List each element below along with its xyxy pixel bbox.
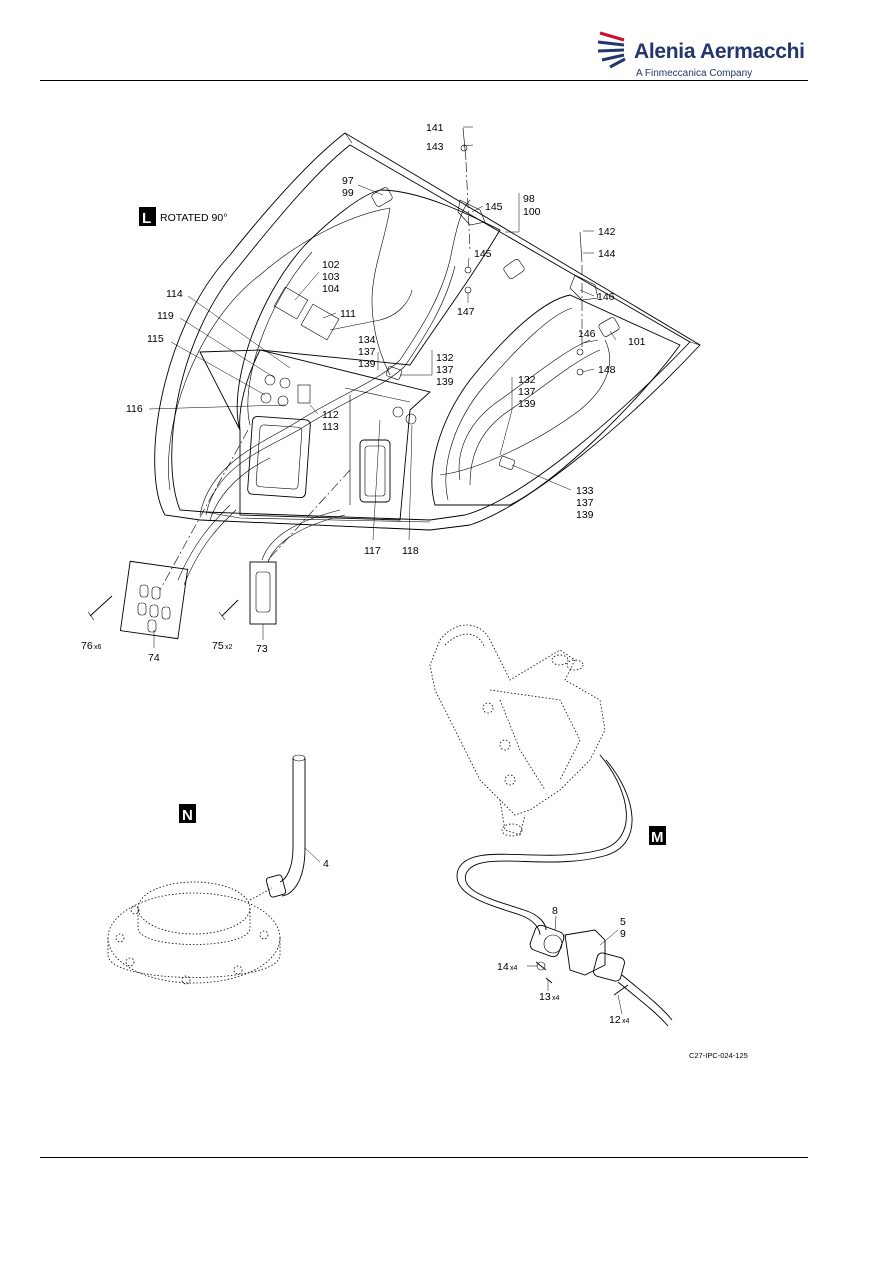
callout-112: 112 — [322, 409, 339, 421]
callout-137-a: 137 — [358, 346, 376, 358]
footer-rule — [40, 1157, 808, 1158]
callout-116: 116 — [126, 403, 143, 415]
callout-76-qty: x6 — [94, 644, 102, 651]
callout-104: 104 — [322, 283, 340, 295]
callout-139-c: 139 — [518, 398, 536, 410]
callout-147: 147 — [457, 306, 475, 318]
callout-137-d: 137 — [576, 497, 594, 509]
view-n-letter: N — [182, 807, 193, 824]
figure-id: C27-IPC-024-125 — [689, 1051, 748, 1060]
callout-148: 148 — [598, 364, 616, 376]
callout-103: 103 — [322, 271, 340, 283]
callout-12-qty: x4 — [622, 1018, 630, 1025]
callout-133: 133 — [576, 485, 594, 497]
callout-144: 144 — [598, 248, 616, 260]
header-rule — [40, 80, 808, 81]
callout-76: 76 — [81, 640, 93, 652]
callout-113: 113 — [322, 421, 339, 433]
callout-73: 73 — [256, 643, 268, 655]
view-l-leaders — [148, 126, 617, 648]
callout-132-b: 132 — [518, 374, 536, 386]
callout-118: 118 — [402, 545, 419, 557]
callout-74: 74 — [148, 652, 160, 664]
callout-119: 119 — [157, 310, 174, 322]
callout-97: 97 — [342, 175, 354, 187]
callout-137-b: 137 — [436, 364, 454, 376]
callout-111: 111 — [340, 308, 356, 320]
view-m-letter: M — [651, 829, 664, 846]
callout-100: 100 — [523, 206, 541, 218]
callout-115: 115 — [147, 333, 164, 345]
callout-101: 101 — [628, 336, 646, 348]
callout-145-mid: 145 — [474, 248, 492, 260]
callout-117: 117 — [364, 545, 381, 557]
view-n-tag — [179, 804, 196, 823]
callout-14-qty: x4 — [510, 965, 518, 972]
callout-141: 141 — [426, 122, 444, 134]
callout-102: 102 — [322, 259, 340, 271]
view-l-tag — [139, 207, 156, 226]
callout-75-qty: x2 — [225, 644, 233, 651]
callout-139-d: 139 — [576, 509, 594, 521]
callout-132-a: 132 — [436, 352, 454, 364]
view-l-caption: ROTATED 90° — [160, 212, 227, 224]
view-m-drawing — [429, 624, 673, 1027]
callout-146-low: 146 — [578, 328, 596, 340]
callout-134: 134 — [358, 334, 376, 346]
callout-5: 5 — [620, 916, 626, 928]
callout-4: 4 — [323, 858, 329, 870]
brand-logo-mark — [597, 31, 626, 69]
callout-14: 14 — [497, 961, 509, 973]
view-n-drawing — [107, 754, 321, 985]
callout-145-top: 145 — [485, 201, 503, 213]
callout-75: 75 — [212, 640, 224, 652]
callout-98: 98 — [523, 193, 535, 205]
callout-114: 114 — [166, 288, 183, 300]
callout-13-qty: x4 — [552, 995, 560, 1002]
callout-12: 12 — [609, 1014, 621, 1026]
callout-99: 99 — [342, 187, 354, 199]
callout-139-b: 139 — [436, 376, 454, 388]
callout-9: 9 — [620, 928, 626, 940]
brand-name: Alenia Aermacchi — [634, 40, 805, 63]
view-m-tag — [649, 826, 666, 845]
callout-137-c: 137 — [518, 386, 536, 398]
brand-tagline: A Finmeccanica Company — [636, 68, 753, 79]
callout-142: 142 — [598, 226, 616, 238]
callout-13: 13 — [539, 991, 551, 1003]
callout-labels: L ROTATED 90° N M 141 143 97 99 145 98 1… — [81, 122, 748, 1060]
callout-143: 143 — [426, 141, 444, 153]
callout-146-top: 146 — [597, 291, 615, 303]
view-l-drawing — [87, 127, 701, 640]
callout-8: 8 — [552, 905, 558, 917]
view-l-letter: L — [142, 210, 151, 227]
callout-139-a: 139 — [358, 358, 376, 370]
